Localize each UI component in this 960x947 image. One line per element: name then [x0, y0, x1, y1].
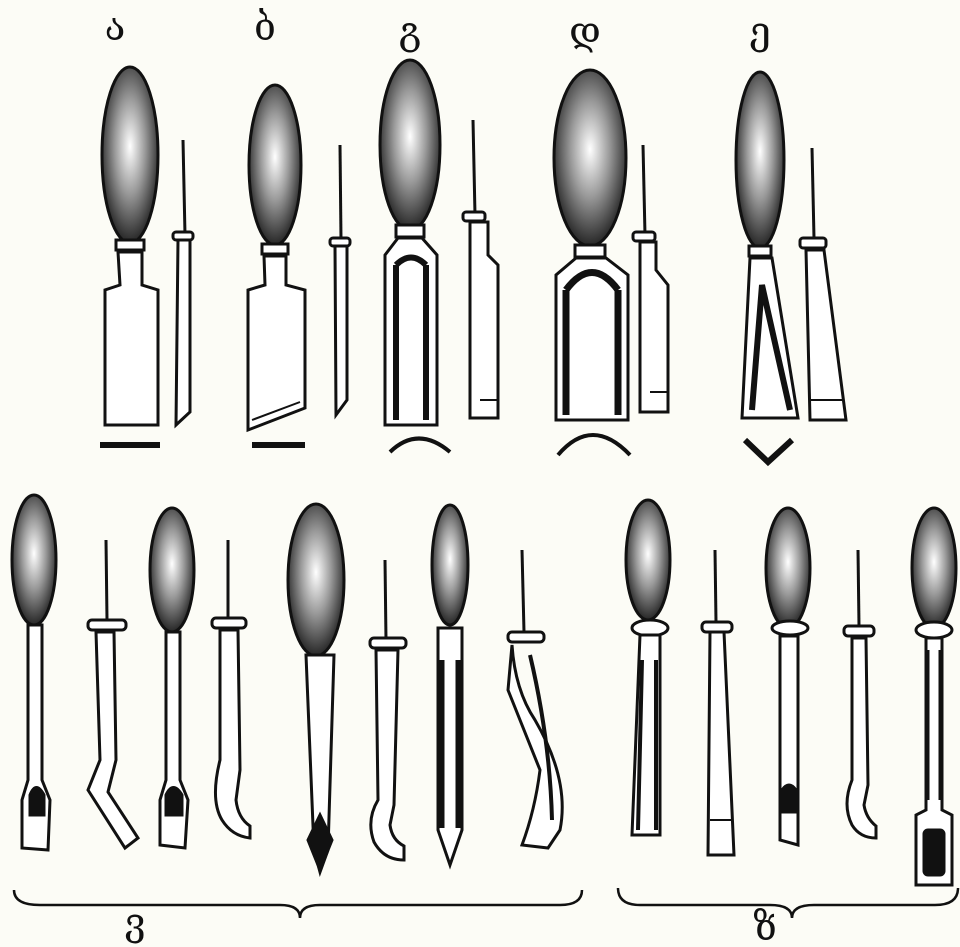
spoon-gouge-icon — [766, 508, 810, 845]
spoon-gouge-icon — [912, 508, 956, 885]
spoon-gouge-icon — [288, 504, 344, 872]
bent-tool-icon — [88, 540, 138, 848]
v-parting-tool-icon — [736, 72, 846, 462]
label-a: ა — [105, 5, 126, 49]
label-v: ვ — [124, 900, 145, 944]
label-e: ე — [749, 9, 770, 53]
label-d: დ — [569, 9, 601, 53]
straight-carving-tool-icon — [702, 550, 734, 855]
skew-chisel-icon — [248, 85, 350, 445]
label-b: ბ — [254, 5, 276, 49]
flat-chisel-icon — [100, 67, 193, 445]
label-z: ზ — [753, 905, 777, 947]
spoon-gouge-icon — [626, 500, 670, 835]
bent-tool-icon — [844, 550, 876, 838]
label-g: გ — [399, 9, 421, 53]
brace-right — [618, 888, 958, 918]
brace-left — [14, 890, 582, 918]
bent-tool-icon — [370, 560, 406, 860]
spoon-gouge-icon — [150, 508, 194, 848]
spoon-gouge-icon — [12, 495, 56, 850]
deep-gouge-icon — [554, 70, 668, 455]
spoon-gouge-icon — [432, 505, 468, 865]
bent-tool-icon — [508, 550, 562, 848]
bent-tool-icon — [212, 540, 250, 838]
gouge-icon — [380, 60, 498, 452]
